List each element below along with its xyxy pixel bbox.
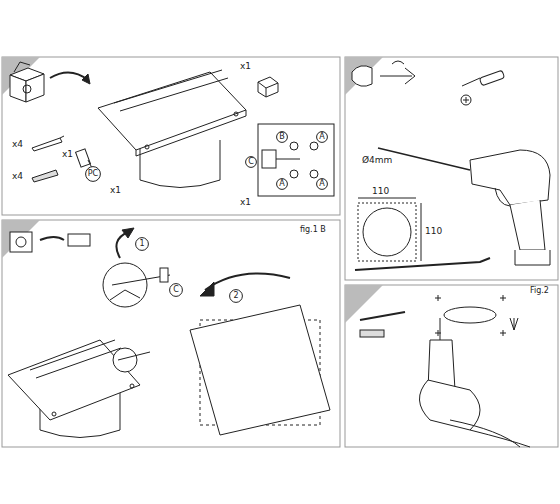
wall-marks [435,295,518,336]
callout-letter: C [248,158,254,166]
cover-rotation [190,274,330,435]
terminal-block [258,124,334,196]
callout-letter: A [279,180,284,188]
arrow-head [82,74,90,84]
panel-frame [345,57,558,280]
callout-circle: A [316,131,328,143]
callout-circle: B [276,131,288,143]
wall-icon [10,232,90,252]
corner-tab [345,57,383,95]
fan-unit [98,70,246,188]
callout-letter: A [319,180,324,188]
part-label: x4 [12,172,23,181]
callout-letter: PC [88,170,98,178]
part-label: Fig.2 [530,287,549,295]
part-label: fig.1 B [300,226,326,234]
callout-circle: A [316,178,328,190]
callout-circle: C [245,156,257,168]
callout-circle: 1 [135,237,149,251]
unpack-arrow [50,72,88,80]
drill-bit [360,312,405,337]
tool-icon [352,61,415,86]
detail-zoom [103,228,170,372]
drill [378,148,550,265]
knob-part [258,77,278,97]
callout-letter: A [319,133,324,141]
callout-circle: PC [85,166,101,182]
part-label: x4 [12,140,23,149]
cable-tie [355,258,490,270]
connector-part [76,149,92,168]
callout-letter: C [173,286,179,294]
callout-circle: 2 [229,289,243,303]
corner-tab [2,220,40,258]
panel-frame [2,57,340,215]
fan-unit [8,340,140,438]
callout-letter: 1 [139,240,144,248]
panel-frame [2,220,340,447]
callout-circle: A [276,178,288,190]
part-label: x1 [62,150,73,159]
screwdriver [461,70,505,105]
package-box [10,62,44,102]
hand-drill [419,318,530,447]
hole-template [358,198,421,261]
callout-letter: B [279,133,285,141]
panel-frame [345,285,558,447]
callout-circle: C [169,283,183,297]
part-label: x1 [240,198,251,207]
part-label: 110 [425,227,442,236]
part-label: x1 [240,62,251,71]
part-label: Ø4mm [362,156,392,165]
part-label: 110 [372,187,389,196]
screw-set [32,136,64,182]
callout-letter: 2 [233,292,238,300]
part-label: x1 [110,186,121,195]
